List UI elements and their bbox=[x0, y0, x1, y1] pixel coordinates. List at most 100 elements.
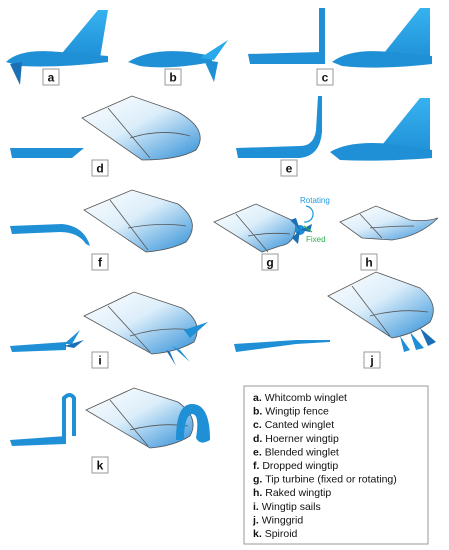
panel-label-e-box bbox=[280, 159, 298, 177]
legend-item-text: Raked wingtip bbox=[265, 487, 331, 499]
tip-turbine-wing bbox=[213, 203, 297, 253]
winggrid-section bbox=[234, 340, 330, 352]
sail-blade bbox=[184, 322, 208, 338]
raked-wingtip-surface bbox=[339, 205, 439, 241]
legend-box bbox=[243, 385, 429, 545]
legend-item: i. Wingtip sails bbox=[253, 501, 321, 513]
turbine-blade bbox=[292, 230, 300, 244]
legend-item-text: Wingtip sails bbox=[262, 501, 321, 513]
panel-g-tip-turbine: Rotating Fixed g bbox=[213, 196, 330, 271]
hoerner-section bbox=[10, 148, 84, 158]
blended-winglet-body bbox=[236, 96, 322, 158]
legend-item-letter: i. bbox=[253, 501, 262, 513]
legend-item-letter: d. bbox=[253, 433, 265, 445]
panel-k-spiroid: k bbox=[10, 387, 210, 474]
panel-label-a-box bbox=[42, 68, 60, 86]
panel-b-wingtip-fence: b bbox=[128, 40, 228, 86]
fence-lower bbox=[204, 60, 218, 82]
panel-label-f-box bbox=[91, 253, 109, 271]
wing-rib-line bbox=[247, 232, 291, 237]
legend-item-letter: c. bbox=[253, 419, 265, 431]
legend-item: h. Raked wingtip bbox=[253, 487, 331, 499]
legend-item-letter: a. bbox=[253, 392, 265, 404]
panel-label-i: i bbox=[98, 354, 101, 368]
rotation-arrow-icon bbox=[303, 205, 314, 223]
sail-blade bbox=[172, 346, 190, 362]
dropped-wingtip-surface bbox=[83, 189, 193, 253]
wing-rib-line bbox=[369, 310, 429, 317]
panel-label-d-box bbox=[91, 159, 109, 177]
panel-label-h: h bbox=[365, 256, 372, 270]
fence-upper bbox=[200, 40, 228, 60]
legend-item-letter: f. bbox=[253, 460, 262, 472]
panel-label-c: c bbox=[322, 71, 329, 85]
panel-i-wingtip-sails: i bbox=[10, 291, 208, 369]
legend-item-letter: h. bbox=[253, 487, 265, 499]
panel-d-hoerner-wingtip: d bbox=[10, 95, 201, 177]
wing-rib-line bbox=[129, 132, 191, 139]
spiroid-section bbox=[10, 436, 66, 446]
panel-label-g-box bbox=[261, 253, 279, 271]
legend-item-text: Blended winglet bbox=[265, 446, 339, 458]
panel-label-a: a bbox=[48, 71, 55, 85]
legend-item-letter: g. bbox=[253, 474, 265, 486]
wing-rib-line bbox=[107, 107, 151, 159]
grid-blade bbox=[420, 328, 436, 346]
wing-rib-line bbox=[107, 305, 151, 353]
canted-winglet-vertical bbox=[319, 8, 325, 64]
canted-winglet-body bbox=[332, 51, 432, 68]
legend-item-letter: b. bbox=[253, 406, 265, 418]
legend-item-text: Canted winglet bbox=[265, 419, 335, 431]
panel-label-b-box bbox=[164, 68, 182, 86]
panel-c-canted-winglet: c bbox=[248, 8, 432, 86]
blended-winglet-wing bbox=[330, 143, 432, 161]
legend-item-text: Tip turbine (fixed or rotating) bbox=[265, 474, 397, 486]
sail-blade bbox=[166, 350, 176, 366]
whitcomb-winglet-fin bbox=[58, 10, 108, 58]
legend-item-text: Wingtip fence bbox=[265, 406, 329, 418]
panel-label-e: e bbox=[286, 162, 293, 176]
grid-blade bbox=[400, 336, 410, 352]
panel-e-blended-winglet: e bbox=[236, 96, 432, 177]
sails-wing-surface bbox=[83, 291, 198, 355]
legend-item: b. Wingtip fence bbox=[253, 406, 329, 418]
sail-blade bbox=[64, 340, 84, 348]
fixed-annotation: Fixed bbox=[306, 235, 326, 244]
grid-blade bbox=[410, 332, 424, 350]
canted-winglet-fin bbox=[380, 8, 430, 62]
wing-rib-line bbox=[127, 224, 187, 229]
fixed-indicator-icon bbox=[303, 225, 313, 233]
wing-airfoil bbox=[128, 51, 212, 68]
panel-label-k: k bbox=[97, 459, 104, 473]
legend-item: d. Hoerner wingtip bbox=[253, 433, 339, 445]
sails-section bbox=[10, 342, 66, 352]
panel-j-winggrid: j bbox=[234, 271, 436, 369]
legend-item-letter: k. bbox=[253, 528, 265, 540]
wing-airfoil bbox=[6, 51, 108, 67]
spiroid-loop bbox=[62, 393, 76, 442]
sail-blade bbox=[64, 330, 80, 344]
legend-item-letter: e. bbox=[253, 446, 265, 458]
legend-item: a. Whitcomb winglet bbox=[253, 392, 347, 404]
hoerner-wing-surface bbox=[81, 95, 201, 161]
legend-item: e. Blended winglet bbox=[253, 446, 339, 458]
legend-item-text: Spiroid bbox=[265, 528, 298, 540]
wing-rib-line bbox=[369, 225, 415, 229]
lower-winglet bbox=[10, 62, 22, 85]
panel-label-d: d bbox=[96, 162, 103, 176]
panel-a-whitcomb-winglet: a bbox=[6, 10, 108, 86]
panel-label-k-box bbox=[91, 456, 109, 474]
legend-item: k. Spiroid bbox=[253, 528, 298, 540]
canted-winglet-front bbox=[248, 52, 322, 64]
panel-label-j-box bbox=[363, 351, 381, 369]
blended-winglet-fin bbox=[378, 98, 430, 156]
dropped-wingtip-section bbox=[10, 224, 90, 246]
panel-label-b: b bbox=[169, 71, 176, 85]
panel-label-c-box bbox=[316, 68, 334, 86]
legend-item-letter: j. bbox=[252, 514, 262, 526]
panel-h-raked-wingtip: h bbox=[339, 205, 439, 271]
legend-item-text: Dropped wingtip bbox=[262, 460, 338, 472]
wing-rib-line bbox=[359, 213, 383, 239]
panel-label-f: f bbox=[98, 256, 103, 270]
